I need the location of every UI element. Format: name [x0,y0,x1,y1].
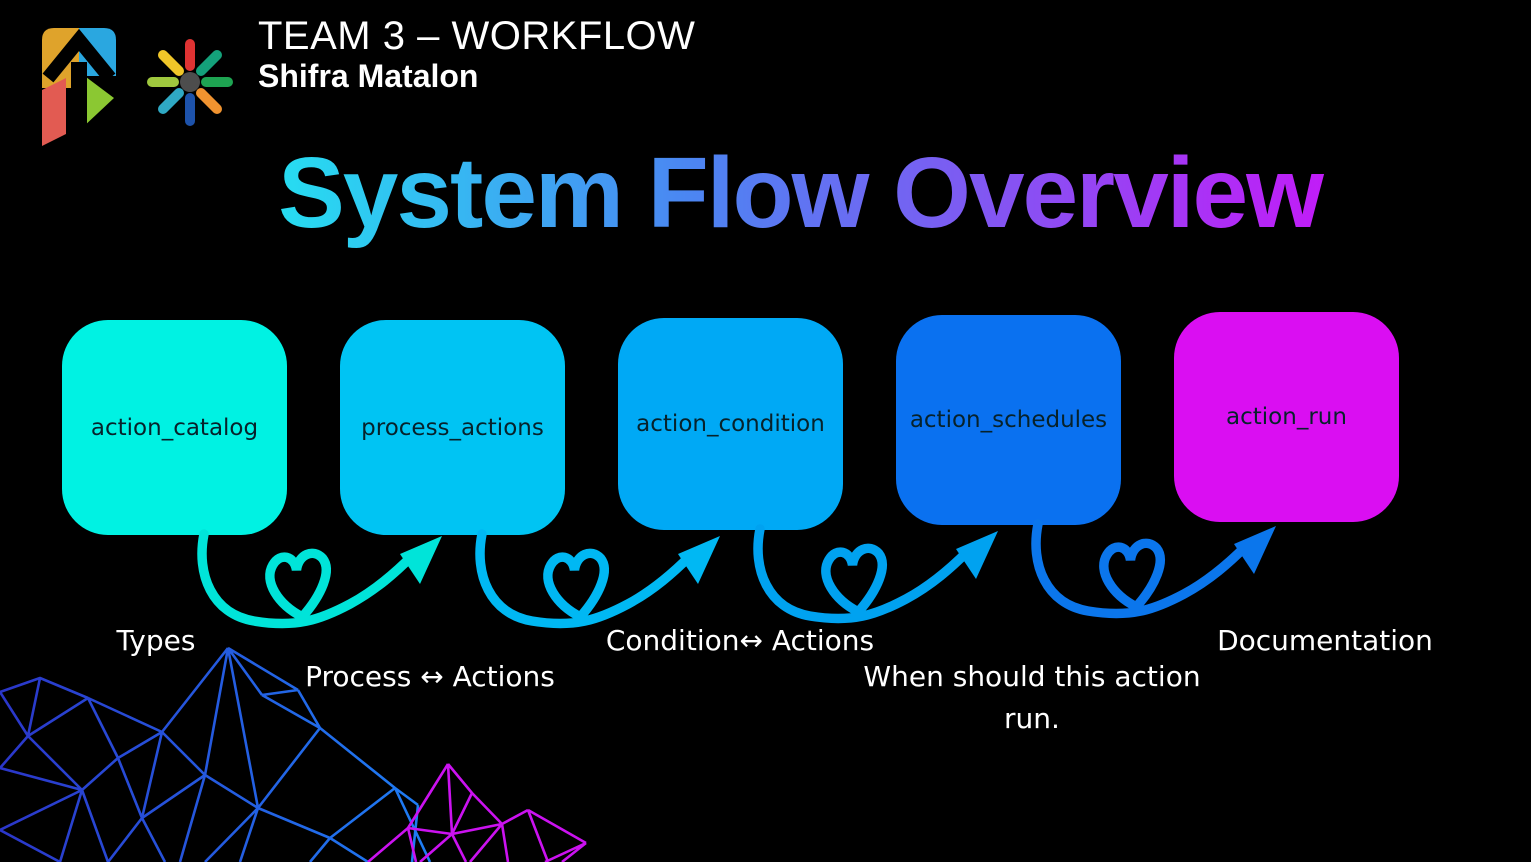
connector-arrowhead [956,531,998,579]
flow-box-action-run: action_run [1174,312,1399,522]
starburst-logo [147,39,233,126]
heart-arrow-connector-2 [475,529,720,629]
connector-heart-loop [265,548,331,623]
flow-box-action-schedules: action_schedules [896,315,1121,525]
arrow-logo-chevron-cut [42,28,116,83]
connector-heart-loop [821,543,887,618]
connector-heart-loop [543,548,609,623]
mesh-magenta-wireframe [367,763,587,862]
flow-box-label: action_run [1226,404,1347,430]
connector-swoosh [475,529,695,629]
heart-arrow-connector-3 [753,524,998,624]
burst-ray-up-right [196,50,222,76]
arrow-logo-green-triangle [82,74,114,128]
connector-swoosh [197,529,417,629]
heart-arrow-connector-4 [1031,519,1276,619]
arrow-up-logo [42,28,116,148]
flow-box-action-condition: action_condition [618,318,843,530]
heart-arrow-connector-1 [197,529,442,629]
caption-when-should-run: When should this action run. [863,660,1201,735]
author-name: Shifra Matalon [258,58,479,94]
burst-ray-down-left [158,88,184,114]
connector-heart-loop [1099,538,1165,613]
flow-box-label: action_schedules [909,407,1108,433]
flow-box-label: action_condition [636,411,825,437]
burst-ray-up-left [158,50,184,76]
flow-box-process-actions: process_actions [340,320,565,535]
connector-swoosh [1031,519,1251,619]
lowpoly-mesh-decoration [0,646,587,862]
connector-arrowhead [1234,526,1276,574]
mesh-blue-wireframe [0,646,432,862]
arrow-logo-red-band [42,78,66,146]
burst-center-dot [180,72,200,92]
caption-condition-actions: Condition↔ Actions [605,624,875,657]
team-title: TEAM 3 – WORKFLOW [258,14,696,58]
page-title: System Flow Overview [240,136,1360,251]
flow-box-label: action_catalog [90,414,259,441]
arrow-logo-stem-cut [71,62,87,148]
connector-arrowhead [678,536,720,584]
connector-swoosh [753,524,973,624]
caption-types: Types [116,624,196,657]
flow-box-action-catalog: action_catalog [62,320,287,535]
caption-documentation: Documentation [1217,624,1433,657]
connector-arrowhead [400,536,442,584]
flow-box-label: process_actions [361,414,544,441]
burst-ray-down-right [196,88,222,114]
caption-process-actions: Process ↔ Actions [305,660,555,693]
